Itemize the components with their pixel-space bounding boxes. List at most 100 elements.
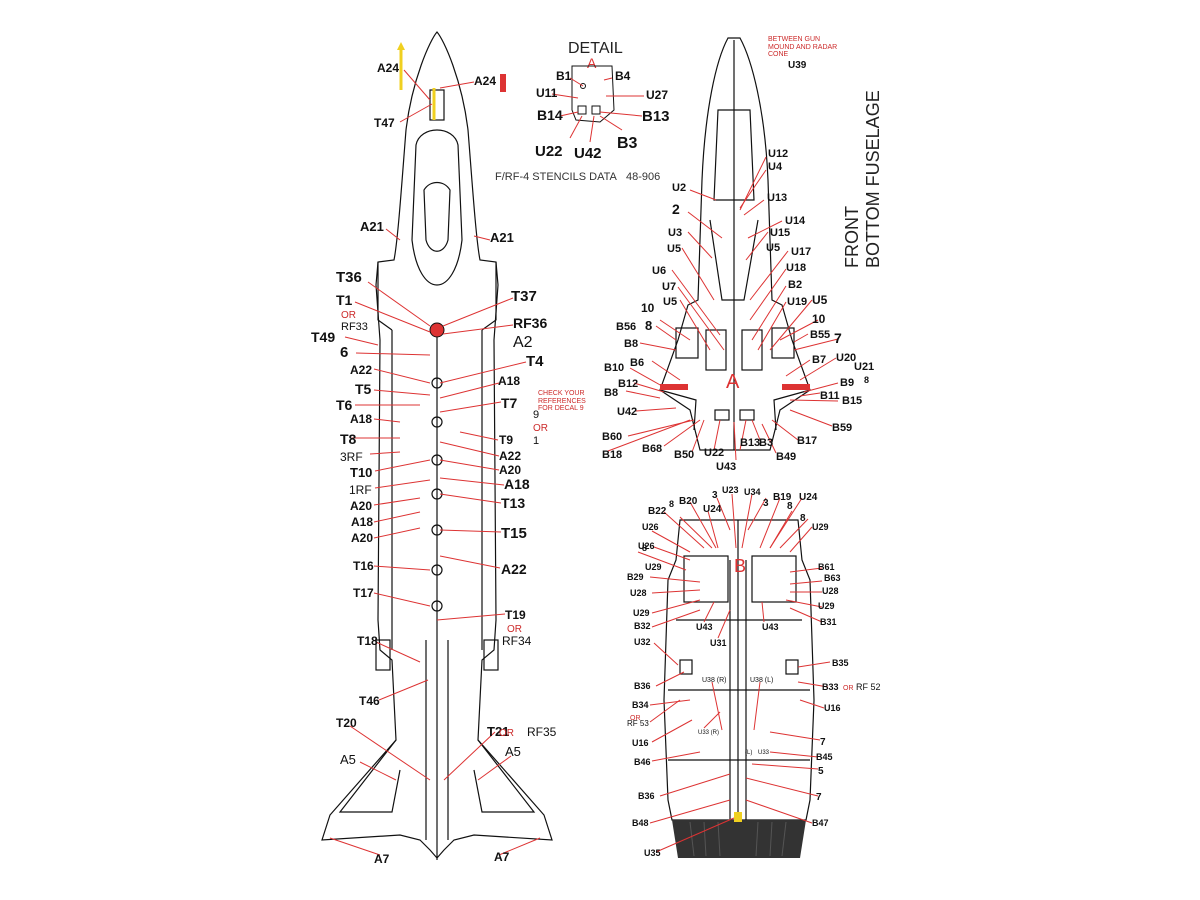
top-view-label: T36 xyxy=(336,269,362,286)
detail-label: B4 xyxy=(615,69,631,83)
front-view-label: U3 xyxy=(668,227,682,239)
rear-view-label: B36 xyxy=(634,681,651,691)
top-view-label: RF35 xyxy=(527,725,557,739)
top-view-label: T16 xyxy=(353,559,374,573)
top-view-label: A20 xyxy=(350,499,372,513)
front-view-aircraft xyxy=(659,37,811,451)
detail-label: B3 xyxy=(617,135,638,152)
front-view-label: 8 xyxy=(645,318,652,333)
rear-view-label: U29 xyxy=(818,601,835,611)
top-view-label: RF36 xyxy=(513,315,547,331)
rear-view-label: B63 xyxy=(824,573,841,583)
rear-view-label: U26 xyxy=(638,541,655,551)
detail-marker: A xyxy=(587,55,597,71)
top-view-label: T20 xyxy=(336,716,357,730)
gun-mound-note: BETWEEN GUN MOUND AND RADAR CONE xyxy=(768,36,838,59)
top-view-label: T1 xyxy=(336,292,353,308)
rear-view-label: B32 xyxy=(634,621,651,631)
rear-view-label: U28 xyxy=(630,588,647,598)
front-view-label: B55 xyxy=(810,329,830,341)
top-view-label: T37 xyxy=(511,288,537,305)
front-view-label: B10 xyxy=(604,362,624,374)
detail-label: B1 xyxy=(556,69,572,83)
rear-view-label: U29 xyxy=(812,522,829,532)
top-view-label: A2 xyxy=(513,334,533,351)
front-view-label: B56 xyxy=(616,321,636,333)
top-view-label: A22 xyxy=(350,363,372,377)
top-view-label: T21 xyxy=(487,724,509,739)
top-view-label: A20 xyxy=(351,531,373,545)
rear-view-label: U34 xyxy=(744,487,761,497)
rear-view-label: 3 xyxy=(763,498,769,509)
sheet-label: F/RF-4 STENCILS DATA xyxy=(495,171,617,183)
detail-label: B14 xyxy=(537,107,563,123)
rear-view-label: U35 xyxy=(644,848,661,858)
rear-view-label: U38 (L) xyxy=(750,677,773,684)
rear-view-label: U43 xyxy=(762,622,779,632)
rear-view-label: U16 xyxy=(632,738,649,748)
front-view-label: U5 xyxy=(812,293,828,307)
rear-view-label: U33 (R) xyxy=(698,730,719,736)
front-view-label: U5 xyxy=(663,296,677,308)
rear-view-label: B33 xyxy=(822,682,839,692)
top-view-label: RF34 xyxy=(502,634,532,648)
rear-view-label: U33 xyxy=(758,750,770,756)
rear-view-label: OR xyxy=(843,685,854,692)
front-view-label: U22 xyxy=(704,447,724,459)
top-view-label: T5 xyxy=(355,381,372,397)
rear-view-label: 3 xyxy=(712,490,718,501)
front-view-label: 2 xyxy=(672,201,680,217)
rear-view-label: U24 xyxy=(703,504,722,515)
rear-view-label: B22 xyxy=(648,506,667,517)
rear-view-label: B20 xyxy=(679,496,698,507)
catalog-number: 48-906 xyxy=(626,171,661,183)
front-view-label: U20 xyxy=(836,352,856,364)
front-view-label: U5 xyxy=(667,243,681,255)
top-view-label: T19 xyxy=(505,608,526,622)
top-view-label: OR xyxy=(533,423,548,434)
top-view-label: A22 xyxy=(501,561,527,577)
top-view-label: A18 xyxy=(350,412,372,426)
front-view-label: B9 xyxy=(840,377,854,389)
rear-view-label: U32 xyxy=(634,637,651,647)
front-view-label: B8 xyxy=(624,338,638,350)
top-view-label: A20 xyxy=(499,463,521,477)
rear-view-label: RF 53 xyxy=(627,719,649,728)
front-view-label: U15 xyxy=(770,227,790,239)
section-marker: B xyxy=(734,556,746,576)
front-view-label: 10 xyxy=(812,312,826,326)
top-view-label: A5 xyxy=(505,744,521,759)
rear-view-label: B45 xyxy=(816,752,833,762)
rear-view-label: B46 xyxy=(634,757,651,767)
front-view-label: B50 xyxy=(674,449,694,461)
detail-label: U27 xyxy=(646,88,668,102)
rear-view-label: U23 xyxy=(722,485,739,495)
front-view-label: U14 xyxy=(785,215,806,227)
front-view-label: B2 xyxy=(788,279,802,291)
front-view-label: B12 xyxy=(618,378,638,390)
front-view-label: B15 xyxy=(842,395,862,407)
top-view-label: A24 xyxy=(377,61,399,75)
top-view-label: 1RF xyxy=(349,483,372,497)
front-view-label: U6 xyxy=(652,265,666,277)
rear-view-label: U26 xyxy=(642,522,659,532)
check-references-note: CHECK YOUR REFERENCES FOR DECAL 9 xyxy=(538,390,586,413)
top-view-label: 6 xyxy=(340,344,348,361)
front-view-label: U12 xyxy=(768,148,788,160)
front-view-label: U4 xyxy=(768,161,783,173)
top-view-label: T46 xyxy=(359,694,380,708)
front-view-label: B17 xyxy=(797,435,817,447)
detail-label: U42 xyxy=(574,145,602,162)
rear-view-label: U31 xyxy=(710,638,727,648)
rear-view-label: 7 xyxy=(816,792,822,803)
top-view-label: T18 xyxy=(357,634,378,648)
front-view-label: B13 xyxy=(740,437,760,449)
top-view-label: A21 xyxy=(490,230,514,245)
front-view-leaders xyxy=(607,156,839,461)
top-view-label: T9 xyxy=(499,433,513,447)
rear-view-label: (L) xyxy=(745,750,752,756)
rear-view-label: B19 xyxy=(773,492,792,503)
rear-view-label: U38 (R) xyxy=(702,677,727,684)
rear-view-label: B47 xyxy=(812,818,829,828)
top-view-label: T7 xyxy=(501,395,518,411)
